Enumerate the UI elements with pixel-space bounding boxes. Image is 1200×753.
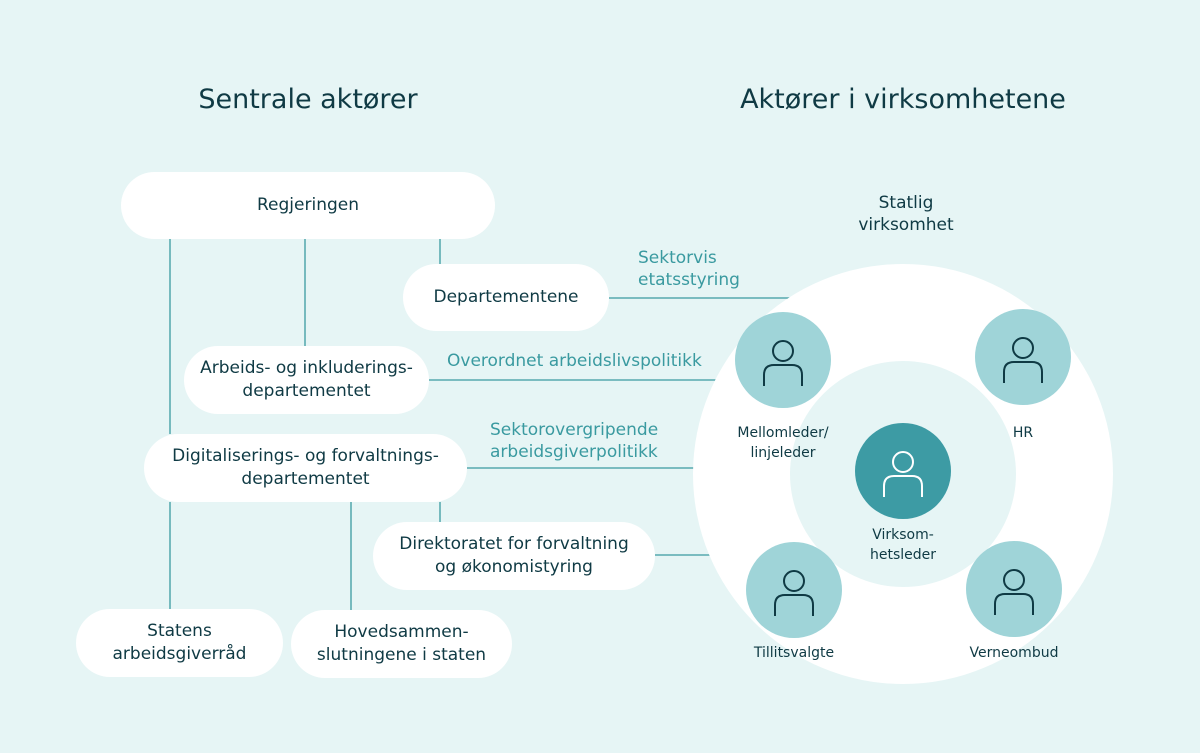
title-right: Aktører i virksomhetene (740, 84, 1066, 115)
node-regjeringen: Regjeringen (121, 172, 495, 239)
person-icon-body (774, 594, 814, 616)
title-left: Sentrale aktører (198, 84, 418, 115)
person-icon (783, 570, 805, 592)
relation-overordnet: Overordnet arbeidslivspolitikk (447, 351, 702, 371)
label-mellomleder: Mellomleder/linjeleder (737, 425, 829, 461)
person-tillitsvalgte (746, 542, 842, 638)
label-tillitsvalgte: Tillitsvalgte (753, 645, 835, 661)
node-aid: Arbeids- og inkluderings-departementet (184, 346, 429, 414)
connector-lines (169, 239, 790, 610)
person-virksomhetsleder (855, 423, 951, 519)
node-label: Hovedsammen-slutningene i staten (316, 622, 487, 665)
person-mellomleder (735, 312, 831, 408)
person-icon (772, 340, 794, 362)
person-hr (975, 309, 1071, 405)
node-label: Regjeringen (257, 195, 359, 215)
node-label: Departementene (433, 287, 579, 307)
node-label: Arbeids- og inkluderings-departementet (200, 358, 413, 401)
label-verneombud: Verneombud (969, 645, 1059, 661)
person-verneombud (966, 541, 1062, 637)
person-icon (1003, 569, 1025, 591)
node-dfd: Digitaliserings- og forvaltnings-departe… (144, 434, 467, 502)
node-departementene: Departementene (403, 264, 609, 331)
label-virksomhetsleder: Virksom-hetsleder (869, 527, 937, 563)
person-icon (892, 451, 914, 473)
label-hr: HR (1012, 425, 1034, 441)
person-icon-body (1003, 361, 1043, 383)
person-icon-body (994, 593, 1034, 615)
node-hs: Hovedsammen-slutningene i staten (291, 610, 512, 678)
person-icon-body (763, 364, 803, 386)
person-icon (1012, 337, 1034, 359)
node-label: Digitaliserings- og forvaltnings-departe… (172, 446, 439, 489)
person-icon-body (883, 475, 923, 497)
